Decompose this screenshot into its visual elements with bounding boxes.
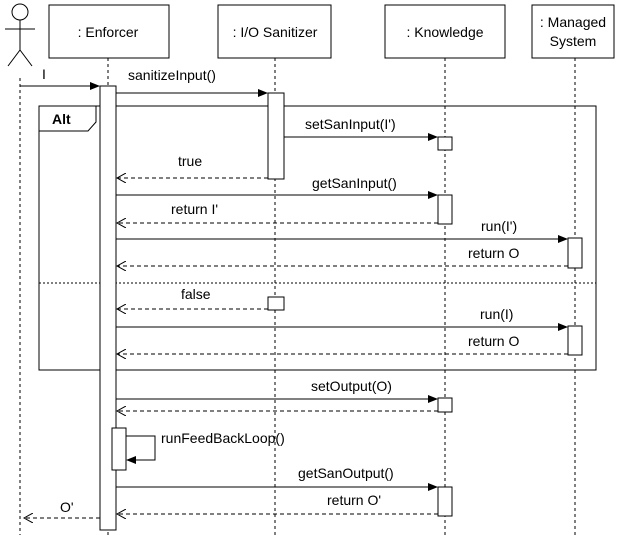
- managed-system-box: [531, 4, 615, 59]
- sanitize-input-label: sanitizeInput(): [128, 67, 216, 83]
- knowledge-activation-1: [437, 136, 453, 151]
- knowledge-box: [384, 4, 506, 59]
- managed-system-activation-1: [567, 237, 583, 269]
- get-san-output-label: getSanOutput(): [298, 465, 394, 481]
- run-feedback-loop-arrow: [126, 435, 156, 464]
- run-feedback-loop-label: runFeedBackLoop(): [161, 430, 285, 446]
- true-return-label: true: [178, 153, 202, 169]
- run-i-prime-label: run(I'): [481, 218, 517, 234]
- knowledge-activation-3: [437, 397, 453, 413]
- set-san-input-label: setSanInput(I'): [305, 116, 396, 132]
- io-sanitizer-box: [217, 4, 332, 59]
- managed-system-title-line1: : Managed: [540, 14, 606, 30]
- output-label: O': [60, 499, 74, 515]
- io-sanitizer-false-activation: [267, 296, 285, 311]
- alt-operator-label: Alt: [52, 111, 71, 127]
- return-o-2-label: return O: [468, 333, 519, 349]
- knowledge-title: : Knowledge: [406, 24, 483, 40]
- knowledge-activation-4: [437, 486, 453, 517]
- false-return-label: false: [181, 286, 211, 302]
- run-i-label: run(I): [480, 306, 513, 322]
- managed-system-title-line2: System: [550, 33, 597, 49]
- enforcer-title: : Enforcer: [78, 24, 139, 40]
- return-o-1-label: return O: [468, 245, 519, 261]
- enforcer-box: [48, 4, 170, 59]
- input-label: I: [42, 66, 46, 82]
- io-sanitizer-title: : I/O Sanitizer: [233, 24, 318, 40]
- io-sanitizer-activation: [267, 92, 285, 180]
- stick-figure-icon: [5, 3, 35, 67]
- alt-fragment: [38, 105, 597, 371]
- get-san-input-label: getSanInput(): [312, 175, 397, 191]
- alt-fragment-tab: [38, 105, 97, 132]
- knowledge-activation-2: [437, 194, 453, 225]
- enforcer-feedback-activation: [111, 427, 127, 471]
- set-output-label: setOutput(O): [311, 378, 392, 394]
- managed-system-activation-2: [567, 325, 583, 356]
- return-o-prime-label: return O': [327, 492, 381, 508]
- return-i-prime-label: return I': [171, 201, 218, 217]
